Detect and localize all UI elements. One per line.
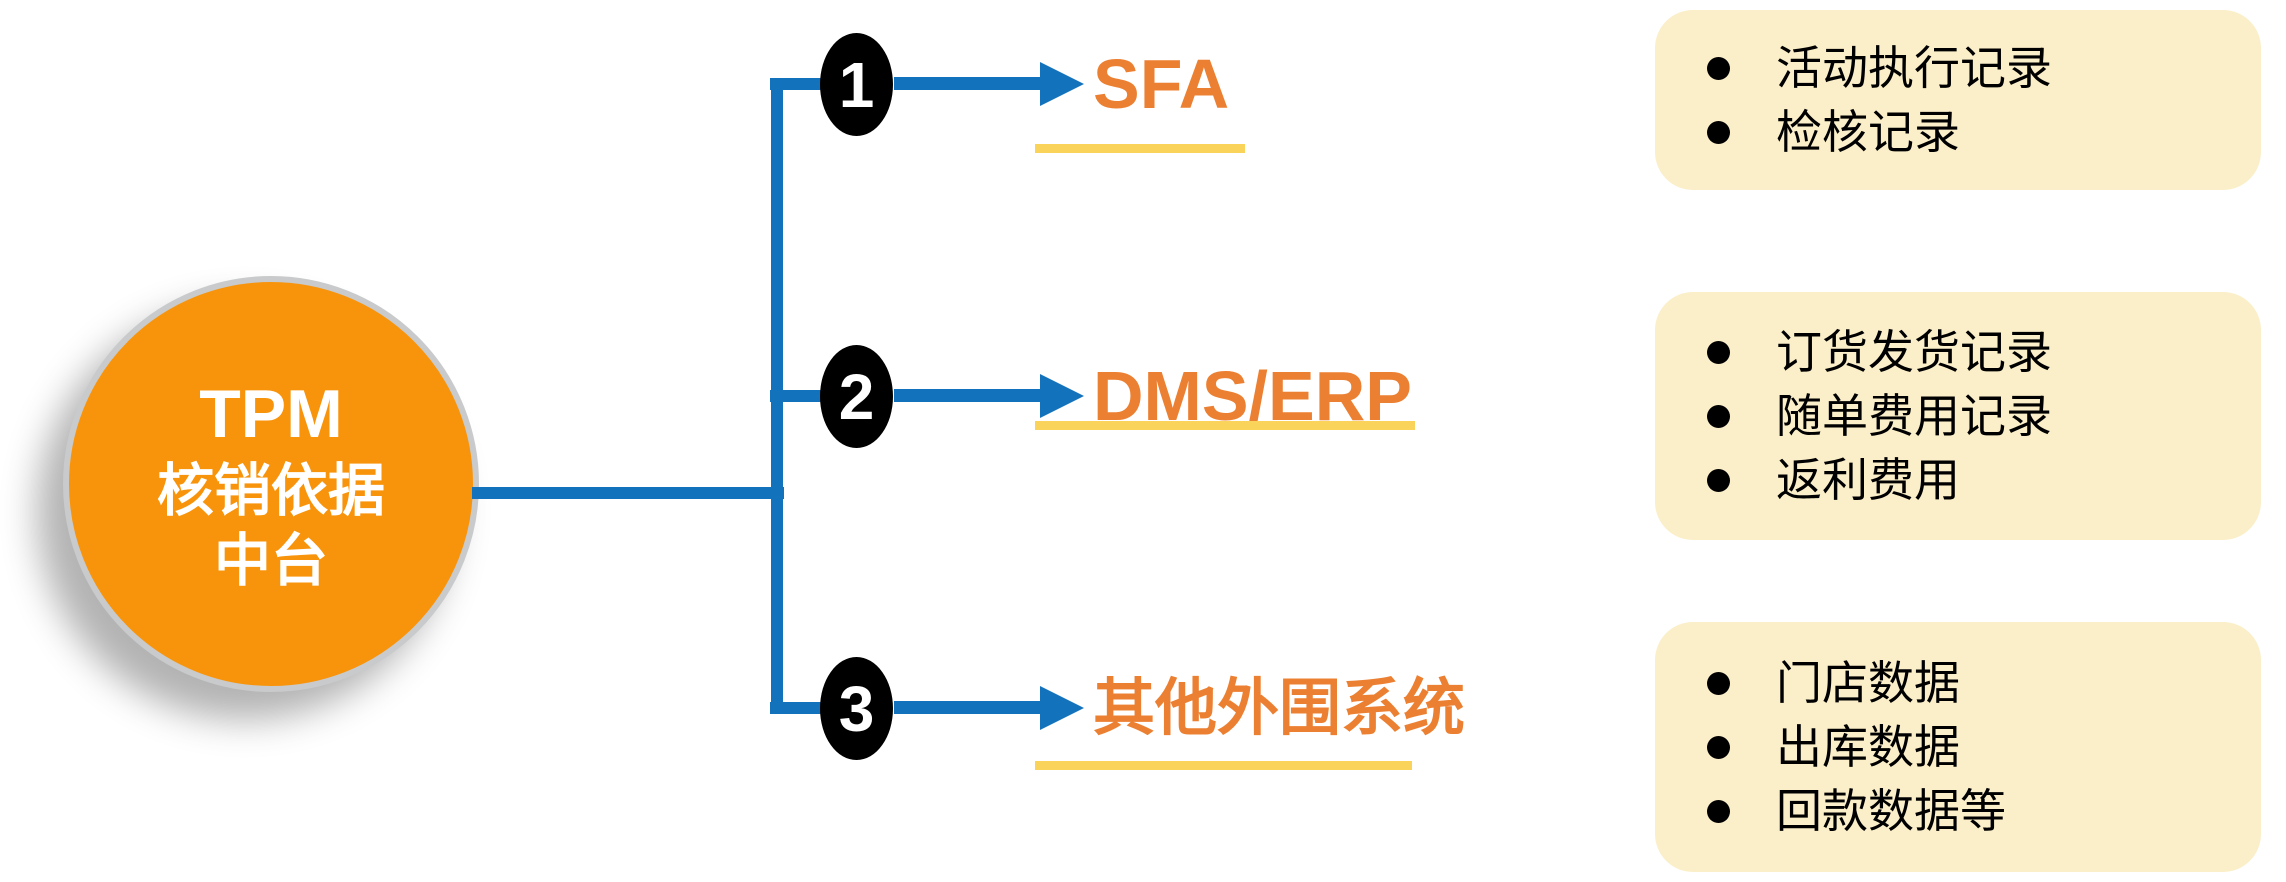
bullet-icon xyxy=(1707,671,1730,695)
branch-3-number-badge: 3 xyxy=(820,657,893,760)
list-item-label: 回款数据等 xyxy=(1776,785,2006,837)
hub-title: TPM xyxy=(199,376,343,452)
arrow-head-icon-3 xyxy=(1040,686,1084,730)
arrow-shaft-1 xyxy=(894,77,1040,90)
list-item: 回款数据等 xyxy=(1707,779,2261,843)
list-item-label: 订货发货记录 xyxy=(1776,326,2052,378)
branch-1-label: SFA xyxy=(1093,45,1230,123)
branch-2-label: DMS/ERP xyxy=(1093,357,1412,435)
list-item: 返利费用 xyxy=(1707,448,2261,512)
tpm-hub-circle: TPM 核销依据 中台 xyxy=(63,276,479,692)
bullet-icon xyxy=(1707,799,1730,823)
list-item-label: 出库数据 xyxy=(1776,721,1960,773)
list-item-label: 检核记录 xyxy=(1776,106,1960,158)
list-item: 随单费用记录 xyxy=(1707,384,2261,448)
hub-subtitle-line1: 核销依据 xyxy=(157,459,385,523)
list-item-label: 门店数据 xyxy=(1776,657,1960,709)
branch-2-underline xyxy=(1035,421,1415,430)
hub-subtitle-line2: 中台 xyxy=(214,529,328,593)
branch-1-number: 1 xyxy=(838,48,875,121)
bullet-icon xyxy=(1707,735,1730,759)
branch-1-underline xyxy=(1035,144,1245,153)
connector-trunk xyxy=(472,487,784,499)
list-item: 出库数据 xyxy=(1707,715,2261,779)
branch-3-underline xyxy=(1035,761,1412,770)
arrow-head-icon-1 xyxy=(1040,62,1084,106)
info-panel-3: 门店数据 出库数据 回款数据等 xyxy=(1655,622,2261,872)
list-item: 门店数据 xyxy=(1707,651,2261,715)
branch-2-number: 2 xyxy=(838,360,875,433)
bullet-icon xyxy=(1707,56,1730,80)
info-panel-2: 订货发货记录 随单费用记录 返利费用 xyxy=(1655,292,2261,540)
bullet-icon xyxy=(1707,468,1730,492)
arrow-head-icon-2 xyxy=(1040,374,1084,418)
arrow-shaft-3 xyxy=(894,701,1040,714)
bullet-icon xyxy=(1707,340,1730,364)
branch-3-number: 3 xyxy=(838,672,875,745)
list-item-label: 随单费用记录 xyxy=(1776,390,2052,442)
bullet-icon xyxy=(1707,404,1730,428)
bullet-icon xyxy=(1707,120,1730,144)
list-item-label: 返利费用 xyxy=(1776,454,1960,506)
branch-1-number-badge: 1 xyxy=(820,33,893,136)
branch-2-number-badge: 2 xyxy=(820,345,893,448)
list-item: 检核记录 xyxy=(1707,100,2261,164)
arrow-shaft-2 xyxy=(894,389,1040,402)
connector-stub-3 xyxy=(770,702,830,714)
list-item-label: 活动执行记录 xyxy=(1776,42,2052,94)
list-item: 订货发货记录 xyxy=(1707,320,2261,384)
info-panel-1: 活动执行记录 检核记录 xyxy=(1655,10,2261,190)
branch-3-label: 其他外围系统 xyxy=(1093,674,1466,743)
list-item: 活动执行记录 xyxy=(1707,36,2261,100)
connector-stub-2 xyxy=(770,390,830,402)
connector-stub-1 xyxy=(770,78,830,90)
